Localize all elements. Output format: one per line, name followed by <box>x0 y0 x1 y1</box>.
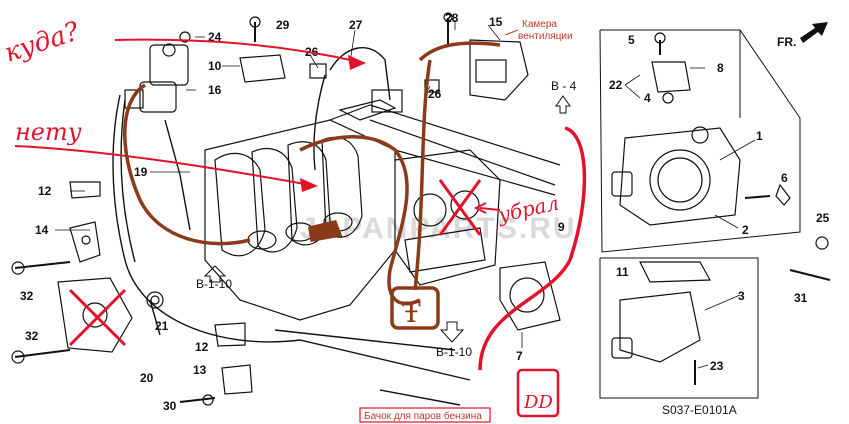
note-missing: нету <box>15 118 82 146</box>
label-vent-chamber-2: вентиляции <box>518 31 573 42</box>
note-where: куда? <box>1 16 84 69</box>
red-route-line <box>478 126 587 371</box>
part-6: 6 <box>781 171 788 185</box>
arrow-down-icon <box>439 321 465 343</box>
cross-out-mark <box>438 179 482 236</box>
part-11: 11 <box>616 265 629 279</box>
part-22: 22 <box>609 78 623 92</box>
svg-text:FR.: FR. <box>777 35 796 49</box>
solenoid-valve <box>124 43 286 113</box>
part-12-bottom: 12 <box>195 340 209 354</box>
part-28: 28 <box>445 11 459 25</box>
part-8: 8 <box>717 61 724 75</box>
arrow-up-icon <box>203 265 227 283</box>
label-vent-chamber-1: Камера <box>522 19 557 30</box>
throttle-body-box <box>599 29 801 399</box>
arrow-up-icon <box>555 95 571 114</box>
ref-b4: B - 4 <box>551 79 577 93</box>
part-27: 27 <box>349 18 363 32</box>
throttle-body <box>611 32 831 385</box>
part-29: 29 <box>276 18 290 32</box>
part-1: 1 <box>756 129 763 143</box>
front-direction-indicator: FR. <box>777 22 828 49</box>
drawing-code: S037-E0101A <box>662 403 737 417</box>
ref-b110-bottom: B-1-10 <box>436 345 472 359</box>
top-components <box>179 12 529 113</box>
brown-annotations <box>123 41 501 330</box>
part-31: 31 <box>794 291 808 305</box>
part-10: 10 <box>208 59 222 73</box>
part-5: 5 <box>628 33 635 47</box>
part-7: 7 <box>516 349 523 363</box>
part-24: 24 <box>208 30 222 44</box>
vapor-tank-sketch <box>516 368 560 418</box>
part-13: 13 <box>193 363 207 377</box>
svg-text:DD: DD <box>523 392 553 413</box>
leader-lines <box>55 20 756 369</box>
left-components <box>11 181 253 406</box>
part-20: 20 <box>140 371 154 385</box>
part-15: 15 <box>489 15 503 29</box>
part-25: 25 <box>816 211 830 225</box>
part-19: 19 <box>134 165 148 179</box>
part-12-top: 12 <box>38 184 52 198</box>
part-14: 14 <box>35 223 49 237</box>
cross-out-mark <box>68 288 127 347</box>
watermark: JAPANPARTS.RU <box>300 212 577 245</box>
part-23: 23 <box>710 359 724 373</box>
part-16: 16 <box>208 83 222 97</box>
part-32-bottom: 32 <box>25 329 39 343</box>
ref-b110-left: B-1-10 <box>196 277 232 291</box>
brown-symbol: Ŧ <box>402 296 421 329</box>
part-30: 30 <box>163 399 177 413</box>
vacuum-hoses <box>112 47 471 406</box>
part-9: 9 <box>558 220 565 234</box>
part-32-top: 32 <box>20 289 34 303</box>
section-refs: B-1-10 B-1-10 B - 4 <box>196 79 577 359</box>
part-numbers: 24 29 10 26 27 28 15 26 16 19 12 14 32 3… <box>20 11 830 413</box>
gasket <box>499 261 561 331</box>
part-3: 3 <box>738 289 745 303</box>
direction-arrow-icon <box>800 22 828 43</box>
part-21: 21 <box>155 319 169 333</box>
part-2: 2 <box>742 223 749 237</box>
part-26-right: 26 <box>428 87 442 101</box>
part-4: 4 <box>644 91 651 105</box>
label-fuel-vapor-tank: Бачок для паров бензина <box>364 410 482 422</box>
